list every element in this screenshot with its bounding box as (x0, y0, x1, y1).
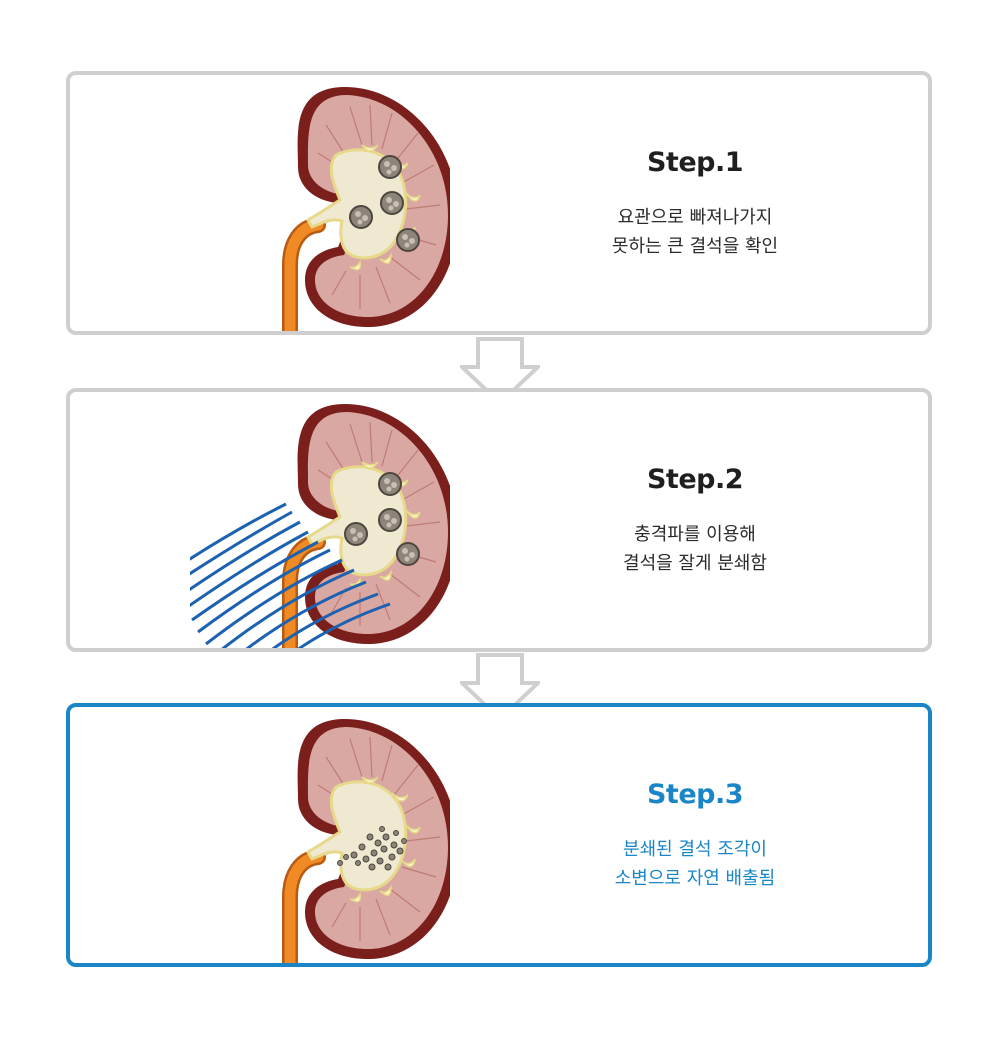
kidney-shockwave-illustration (190, 392, 450, 648)
step-1-line2: 못하는 큰 결석을 확인 (611, 236, 779, 257)
step-3-card: Step.3 분쇄된 결석 조각이 소변으로 자연 배출됨 (66, 703, 932, 967)
step-3-description: 분쇄된 결석 조각이 소변으로 자연 배출됨 (560, 835, 830, 893)
step-3-title: Step.3 (646, 779, 744, 810)
step-2-text: Step.2 충격파를 이용해 결석을 잘게 분쇄함 (560, 392, 830, 648)
down-arrow-icon (460, 337, 540, 406)
kidney-large-stones-illustration (190, 75, 450, 335)
step-1-description: 요관으로 빠져나가지 못하는 큰 결석을 확인 (560, 203, 830, 261)
step-3-line2: 소변으로 자연 배출됨 (614, 868, 776, 889)
down-arrow-icon (460, 653, 540, 722)
shockwave-arcs (190, 502, 391, 648)
step-3-line1: 분쇄된 결석 조각이 (623, 839, 767, 860)
step-3-text: Step.3 분쇄된 결석 조각이 소변으로 자연 배출됨 (560, 707, 830, 963)
step-2-card: Step.2 충격파를 이용해 결석을 잘게 분쇄함 (66, 388, 932, 652)
step-2-line1: 충격파를 이용해 (634, 524, 756, 545)
kidney-fragments-illustration (190, 707, 450, 967)
step-2-title: Step.2 (646, 464, 744, 495)
stone-fragments (337, 826, 407, 871)
step-1-text: Step.1 요관으로 빠져나가지 못하는 큰 결석을 확인 (560, 75, 830, 331)
step-2-description: 충격파를 이용해 결석을 잘게 분쇄함 (560, 520, 830, 578)
step-1-line1: 요관으로 빠져나가지 (617, 207, 773, 228)
step-1-title: Step.1 (646, 147, 744, 178)
step-2-line2: 결석을 잘게 분쇄함 (623, 553, 767, 574)
step-1-card: Step.1 요관으로 빠져나가지 못하는 큰 결석을 확인 (66, 71, 932, 335)
